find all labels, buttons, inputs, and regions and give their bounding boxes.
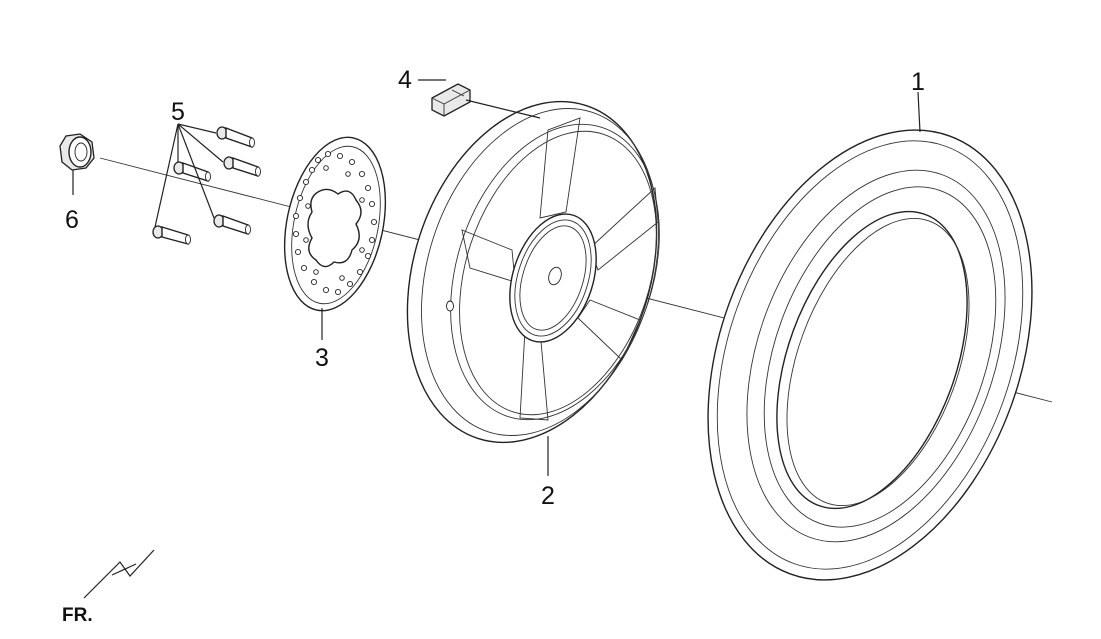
- callout-6: 6: [65, 206, 79, 234]
- bolt: [213, 214, 251, 235]
- callout-3: 3: [315, 344, 329, 372]
- disc-vent-holes: [292, 150, 378, 296]
- bolt: [223, 156, 261, 177]
- bolt: [216, 126, 255, 148]
- bolt: [173, 161, 211, 182]
- axle-nut: [59, 133, 95, 171]
- orientation-label: FR.: [62, 605, 93, 626]
- valve: [431, 83, 471, 117]
- bolts: [152, 126, 261, 245]
- bolt: [152, 225, 191, 245]
- rim: [406, 100, 660, 444]
- callout-4: 4: [398, 66, 412, 94]
- callout-5: 5: [171, 98, 185, 126]
- front-direction-arrow-icon: [83, 549, 155, 599]
- callout-1: 1: [911, 68, 925, 96]
- brake-disc: [283, 136, 387, 312]
- tire: [707, 129, 1033, 581]
- callout-2: 2: [541, 482, 555, 510]
- leader-lines: [72, 79, 921, 476]
